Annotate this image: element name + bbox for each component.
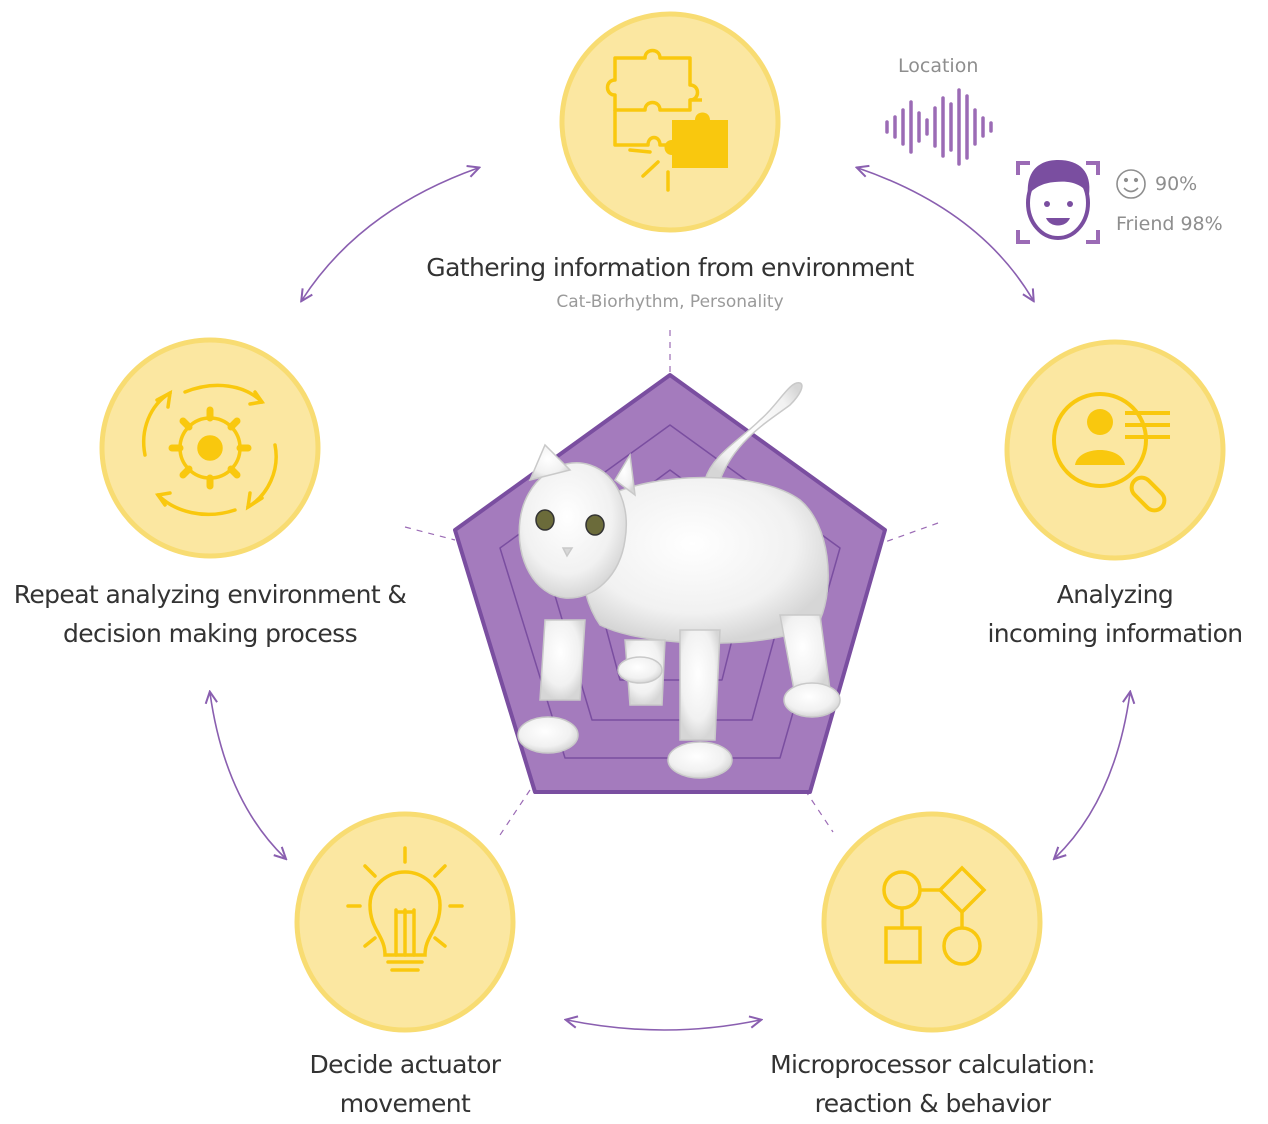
node-micro	[821, 811, 1043, 1033]
decide-line2: movement	[339, 1089, 471, 1118]
face-recognition-icon	[1016, 160, 1100, 244]
cycle-arrows	[210, 168, 1130, 1031]
gather-subtitle: Cat-Biorhythm, Personality	[556, 292, 784, 312]
node-repeat	[99, 337, 321, 559]
gear-cycle-icon	[142, 383, 278, 517]
decide-line1: Decide actuator	[309, 1050, 502, 1079]
node-gather	[559, 11, 781, 233]
flowchart-icon	[882, 865, 987, 966]
micro-line2: reaction & behavior	[814, 1089, 1051, 1118]
sound-wave-icon	[885, 88, 993, 166]
robot-cat-image	[517, 382, 841, 779]
micro-line1: Microprocessor calculation:	[770, 1050, 1095, 1079]
node-decide	[294, 811, 516, 1033]
gather-title: Gathering information from environment	[426, 253, 914, 282]
lightbulb-icon	[346, 846, 464, 972]
spark-lines-icon	[628, 148, 670, 192]
node-analyze	[1004, 339, 1226, 561]
puzzle-icon	[605, 48, 702, 147]
emotion-value: 90%	[1155, 173, 1198, 195]
dashed-guides	[404, 330, 939, 836]
analyze-line2: incoming information	[987, 619, 1243, 648]
repeat-line1: Repeat analyzing environment &	[13, 580, 407, 609]
location-label: Location	[898, 55, 979, 77]
puzzle-piece-solid-icon	[664, 112, 728, 168]
friend-label: Friend 98%	[1116, 213, 1223, 235]
analyze-line1: Analyzing	[1056, 580, 1174, 609]
smiley-icon	[1116, 169, 1146, 199]
person-magnifier-icon	[1052, 392, 1170, 513]
repeat-line2: decision making process	[62, 619, 358, 648]
